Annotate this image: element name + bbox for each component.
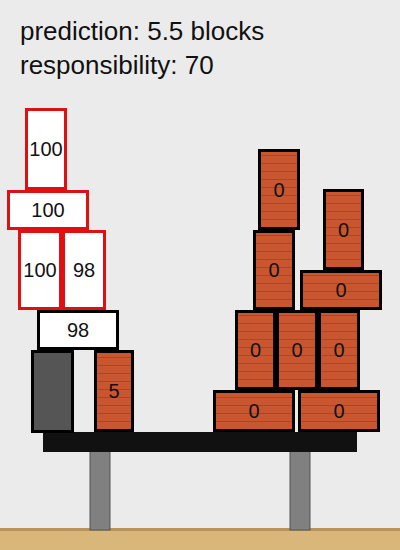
- block-number: 5: [108, 381, 119, 401]
- brick-block: 0: [323, 189, 364, 270]
- block-number: 0: [250, 340, 261, 360]
- block-number: 0: [333, 401, 344, 421]
- brick-block: 0: [318, 310, 360, 390]
- brick-block: 0: [276, 310, 318, 390]
- brick-block: 0: [258, 149, 300, 230]
- block-number: 0: [333, 340, 344, 360]
- tower-block: 98: [37, 310, 119, 350]
- floor-edge: [0, 528, 400, 531]
- brick-block: 0: [253, 230, 295, 310]
- header-text: responsibility: 70: [20, 52, 214, 78]
- block-number: 100: [31, 200, 64, 220]
- block-number: 0: [248, 401, 259, 421]
- block-number: 0: [338, 220, 349, 240]
- block-number: 0: [273, 180, 284, 200]
- tower-block: 100: [25, 108, 67, 190]
- block-number: 100: [29, 139, 62, 159]
- floor: [0, 528, 400, 550]
- block-number: 100: [23, 260, 56, 280]
- brick-block: 5: [94, 350, 134, 432]
- brick-block: 0: [298, 390, 380, 432]
- block-number: 0: [268, 260, 279, 280]
- brick-block: 0: [235, 310, 276, 390]
- block-number: 98: [73, 260, 95, 280]
- block-number: 0: [335, 280, 346, 300]
- brick-block: 0: [300, 270, 382, 310]
- header-text: prediction: 5.5 blocks: [20, 18, 264, 44]
- tower-block: 100: [18, 230, 62, 310]
- tower-block: 98: [62, 230, 106, 310]
- table-leg: [90, 450, 110, 530]
- brick-block: 0: [213, 390, 295, 432]
- tower-block: 100: [7, 190, 89, 230]
- table-top: [43, 432, 357, 452]
- grey-block: [33, 352, 73, 432]
- table-leg: [290, 450, 310, 530]
- block-number: 98: [67, 320, 89, 340]
- block-number: 0: [291, 340, 302, 360]
